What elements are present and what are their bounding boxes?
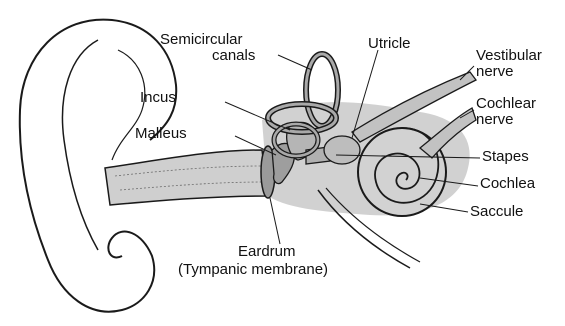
label-vestibular: Vestibular [476,48,542,64]
label-stapes: Stapes [482,149,529,165]
label-tympanic-membrane: (Tympanic membrane) [178,262,328,278]
label-vestibular-nerve: nerve [476,64,514,80]
utricle-sac [324,136,360,164]
label-semicircular: Semicircular [160,32,243,48]
label-utricle: Utricle [368,36,411,52]
label-incus: Incus [140,90,176,106]
label-canals: canals [212,48,255,64]
label-malleus: Malleus [135,126,187,142]
label-saccule: Saccule [470,204,523,220]
label-cochlea: Cochlea [480,176,535,192]
label-eardrum: Eardrum [238,244,296,260]
label-cochlear-nerve: nerve [476,112,514,128]
ear-canal [105,150,268,205]
auricle-inner-fold [62,40,98,250]
label-cochlear: Cochlear [476,96,536,112]
